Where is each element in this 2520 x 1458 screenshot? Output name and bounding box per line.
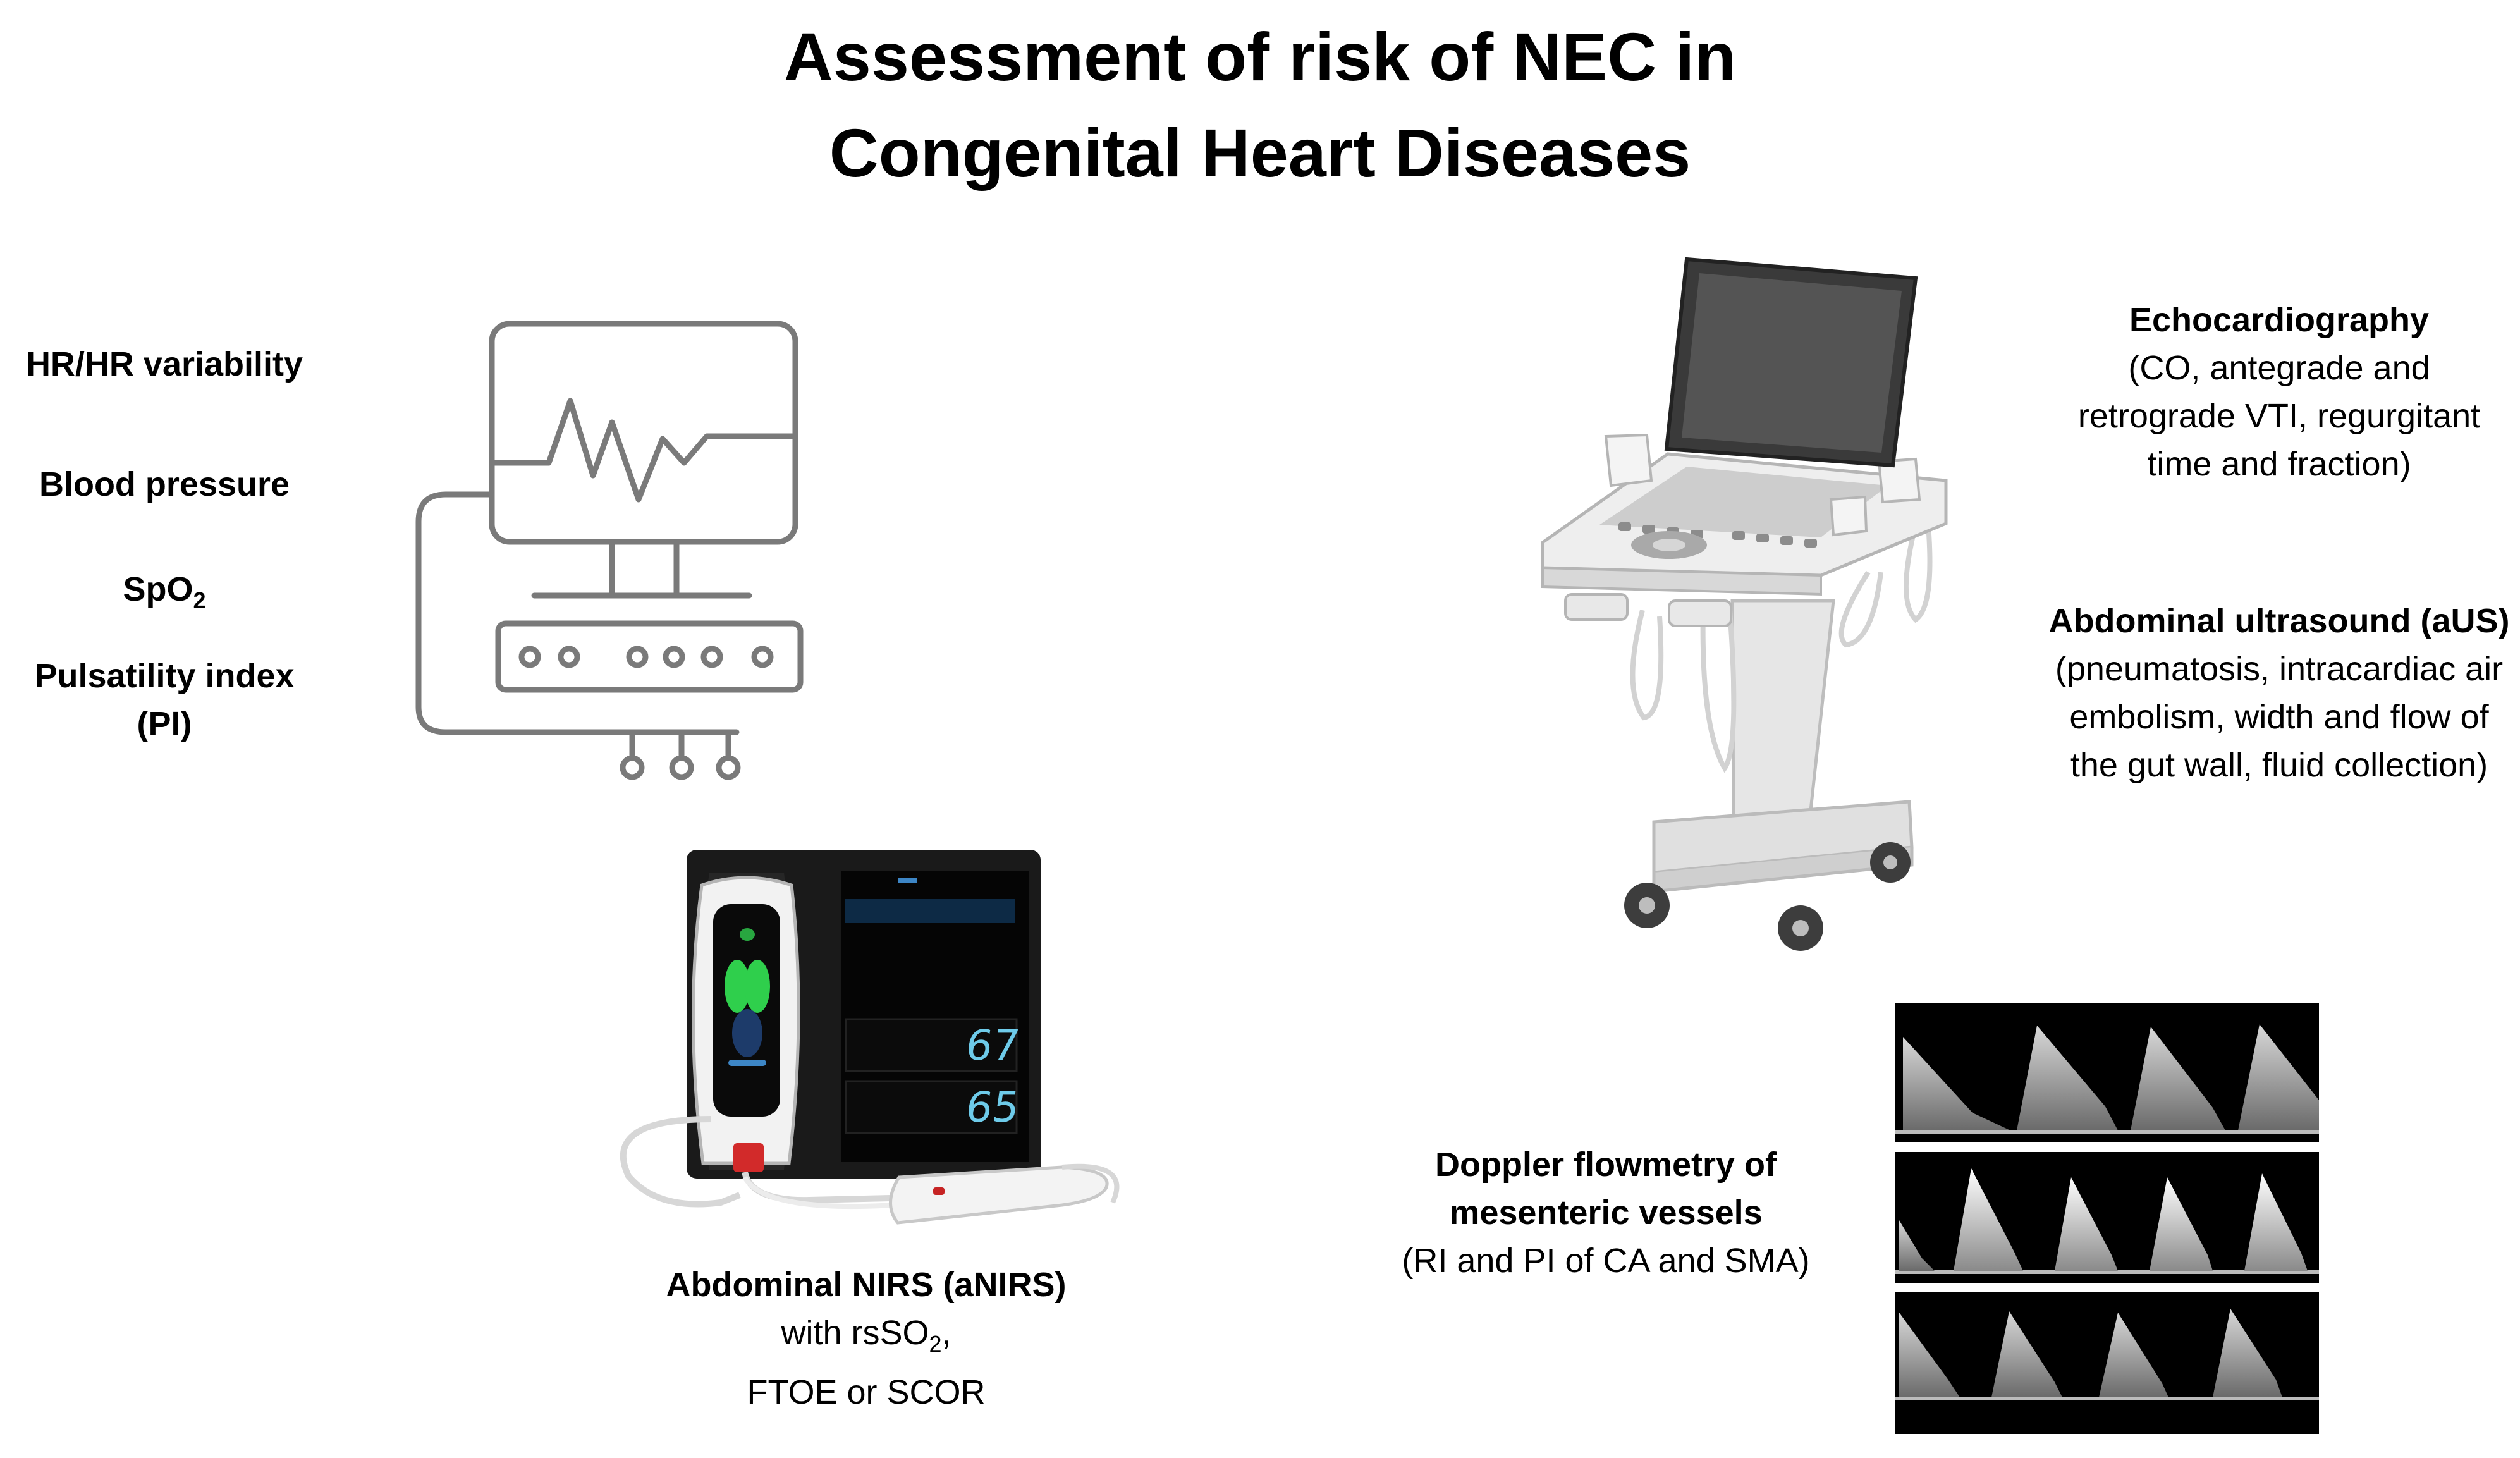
hr-label: HR/HR variability bbox=[25, 345, 303, 383]
echocardiography-caption: Echocardiography (CO, antegrade and retr… bbox=[2023, 296, 2520, 488]
blood-pressure-label: Blood pressure bbox=[39, 465, 290, 503]
spo2-label: SpO2 bbox=[13, 565, 316, 625]
doppler-panel-3 bbox=[1895, 1309, 2319, 1400]
pulsatility-index-line-2: (PI) bbox=[137, 705, 192, 743]
title-line-1: Assessment of risk of NEC in bbox=[783, 18, 1737, 95]
pulsatility-index-label: Pulsatility index (PI) bbox=[13, 652, 316, 748]
nirs-line-1-end: , bbox=[941, 1314, 951, 1352]
nirs-line-1: with rsSO2, bbox=[639, 1309, 1094, 1368]
echocardiography-heading: Echocardiography bbox=[2129, 301, 2430, 339]
spo2-label-subscript: 2 bbox=[193, 587, 206, 613]
nirs-heading: Abdominal NIRS (aNIRS) bbox=[666, 1266, 1067, 1304]
abdominal-ultrasound-line-1: (pneumatosis, intracardiac air bbox=[2055, 650, 2504, 688]
nirs-line-1-base: with rsSO bbox=[781, 1314, 929, 1352]
abdominal-ultrasound-heading: Abdominal ultrasound (aUS) bbox=[2048, 602, 2510, 640]
abdominal-ultrasound-line-2: embolism, width and flow of bbox=[2069, 698, 2489, 736]
abdominal-ultrasound-caption: Abdominal ultrasound (aUS) (pneumatosis,… bbox=[2023, 597, 2520, 789]
doppler-panel-1 bbox=[1895, 1024, 2319, 1134]
pulsatility-index-line-1: Pulsatility index bbox=[34, 657, 295, 695]
doppler-panel-2 bbox=[1895, 1168, 2319, 1274]
doppler-heading-line-2: mesenteric vessels bbox=[1449, 1194, 1763, 1232]
nirs-line-1-subscript: 2 bbox=[929, 1330, 942, 1357]
echocardiography-line-3: time and fraction) bbox=[2147, 445, 2411, 483]
echocardiography-line-2: retrograde VTI, regurgitant bbox=[2077, 397, 2481, 435]
doppler-line-1: (RI and PI of CA and SMA) bbox=[1402, 1242, 1810, 1280]
nirs-line-2: FTOE or SCOR bbox=[747, 1373, 986, 1411]
doppler-heading-line-1: Doppler flowmetry of bbox=[1434, 1146, 1777, 1184]
nirs-caption: Abdominal NIRS (aNIRS) with rsSO2, FTOE … bbox=[639, 1261, 1094, 1416]
abdominal-ultrasound-line-3: the gut wall, fluid collection) bbox=[2070, 746, 2488, 784]
diagram-title: Assessment of risk of NEC in Congenital … bbox=[0, 9, 2520, 201]
title-line-2: Congenital Heart Diseases bbox=[829, 114, 1691, 191]
spo2-label-base: SpO bbox=[123, 570, 193, 608]
doppler-caption: Doppler flowmetry of mesenteric vessels … bbox=[1378, 1141, 1833, 1285]
echocardiography-line-1: (CO, antegrade and bbox=[2128, 349, 2430, 387]
